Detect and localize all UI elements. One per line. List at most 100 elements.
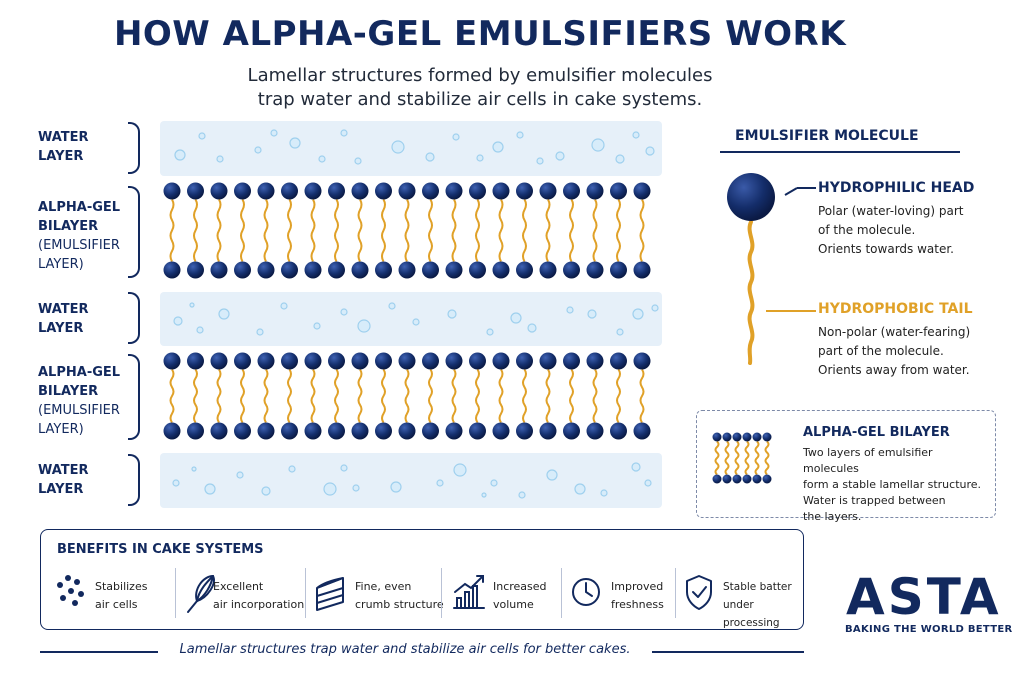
heading-rule [720, 151, 960, 153]
emulsifier-molecule-heading: EMULSIFIER MOLECULE [735, 128, 919, 144]
molecule-head [398, 352, 416, 370]
molecule-head [187, 182, 204, 200]
air-bubble [388, 302, 396, 310]
air-bubble [492, 141, 504, 153]
air-bubble [340, 129, 348, 137]
air-bubble [323, 482, 337, 496]
molecule-tail [428, 368, 433, 424]
molecule-tail [404, 198, 410, 263]
molecule-head [722, 432, 732, 442]
molecule-tail [263, 368, 269, 424]
water-layer-1 [160, 121, 662, 176]
molecule-tail [522, 198, 527, 263]
molecule-tail [334, 368, 339, 424]
air-bubble [591, 138, 605, 152]
alpha-gel-bilayer-2 [160, 351, 662, 441]
molecule-head [163, 352, 181, 370]
molecule-tail [592, 368, 598, 424]
air-bubble [340, 308, 348, 316]
molecule-head [586, 261, 604, 279]
molecule-tail [639, 198, 645, 263]
molecule-tail [747, 220, 755, 365]
clock-icon [572, 578, 600, 606]
air-bubble [632, 308, 644, 320]
bilayer-molecules [163, 352, 651, 440]
molecule-tail [569, 368, 574, 424]
water-layer-3 [160, 453, 662, 508]
molecule-head [257, 352, 275, 370]
molecule-head [281, 422, 298, 440]
molecule-head [492, 261, 510, 279]
asta-logo: ASTA [846, 568, 1002, 626]
molecule-tail [754, 440, 760, 476]
molecule-tail [169, 198, 175, 263]
air-bubble [318, 155, 326, 163]
whisk-icon [187, 574, 215, 613]
air-bubble [574, 483, 586, 495]
molecule-head [328, 261, 345, 279]
air-bubble [412, 318, 420, 326]
air-bubble [452, 133, 460, 141]
benefit-divider [561, 568, 562, 618]
air-bubble [256, 328, 264, 336]
air-bubble [173, 316, 183, 326]
air-bubble [390, 481, 402, 493]
molecule-head [445, 261, 463, 279]
molecule-tail [734, 440, 740, 476]
air-bubble [198, 132, 206, 140]
water-layer-2 [160, 292, 662, 346]
air-bubble [216, 155, 224, 163]
air-bubble [566, 306, 574, 314]
molecule-head [742, 432, 752, 442]
air-bubble [340, 464, 348, 472]
molecule-head [633, 182, 651, 200]
molecule-tail [263, 198, 269, 263]
water-bubbles [172, 462, 652, 499]
air-bubble [651, 304, 659, 312]
air-bubble [425, 152, 435, 162]
brace-bilayer-2 [128, 354, 140, 440]
molecule-head [445, 422, 463, 440]
air-bubble [644, 479, 652, 487]
molecule-head [563, 422, 580, 440]
molecule-tail [240, 198, 245, 263]
air-bubble [289, 137, 301, 149]
molecule-head [633, 261, 651, 279]
molecule-head [422, 261, 439, 279]
molecule-head [752, 474, 762, 484]
molecule-head [742, 474, 752, 484]
molecule-head [762, 474, 772, 484]
air-bubble [261, 486, 271, 496]
molecule-tail [404, 368, 410, 424]
molecule-head [351, 422, 369, 440]
air-bubble [352, 484, 360, 492]
molecule-head [351, 352, 369, 370]
air-bubble [536, 157, 544, 165]
air-bubble [645, 146, 655, 156]
molecule-tail [240, 368, 245, 424]
air-bubble [191, 466, 197, 472]
molecule-head [304, 422, 322, 440]
molecule-head [375, 422, 392, 440]
molecule-tail [498, 198, 504, 263]
molecule-head [492, 182, 510, 200]
air-bubble [490, 479, 498, 487]
molecule-head [210, 422, 228, 440]
molecule-tail [545, 368, 551, 424]
head-pointer-line [784, 187, 798, 196]
molecule-head [281, 352, 298, 370]
molecule-tail [639, 368, 645, 424]
hydrophobic-tail-title: HYDROPHOBIC TAIL [818, 301, 973, 317]
molecule-tail [310, 198, 316, 263]
molecule-head [586, 422, 604, 440]
bilayer-molecules [163, 182, 651, 279]
air-bubble [196, 326, 204, 334]
air-bubble [615, 154, 625, 164]
molecule-head [234, 352, 251, 370]
hydrophilic-head-description: Polar (water-loving) part of the molecul… [818, 204, 964, 256]
air-bubble [288, 465, 296, 473]
molecule-head [187, 261, 204, 279]
molecule-head [304, 352, 322, 370]
